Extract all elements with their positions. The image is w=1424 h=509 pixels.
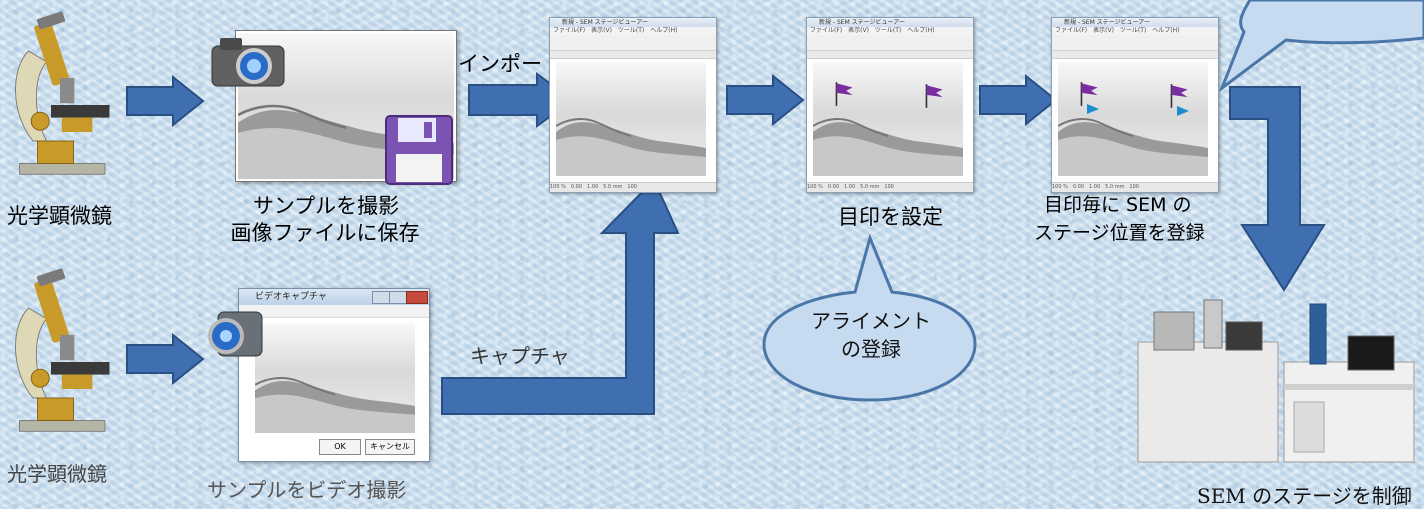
- arrow-microscope-to-photo: [126, 75, 205, 127]
- arrow-window2-to-window3: [979, 74, 1058, 126]
- app-window-statusbar: 100 % 0.00 1.00 5.0 mm 100: [807, 182, 973, 192]
- app-window-titlebar: 新規 - SEM ステージビューアー: [1052, 18, 1218, 27]
- stage-pointer-icon: [1177, 106, 1189, 116]
- arrow-window1-to-window2: [726, 74, 805, 126]
- video-label: サンプルをビデオ撮影: [207, 478, 407, 502]
- microscope-bottom-label: 光学顕微鏡: [7, 462, 107, 486]
- app-window-image: [1058, 62, 1208, 176]
- app-window-menubar: ファイル(F) 表示(V) ツール(T) ヘルプ(H): [550, 27, 716, 35]
- capture-label: キャプチャ: [470, 344, 570, 368]
- arrow-microscope-to-video: [126, 333, 205, 385]
- video-window-toolbar: [239, 305, 429, 318]
- app-window-statusbar: 100 % 0.00 1.00 5.0 mm 100: [1052, 182, 1218, 192]
- flag-marker-icon: [833, 80, 855, 108]
- microscope-bottom-icon: [6, 262, 114, 444]
- app-window-titlebar: 新規 - SEM ステージビューアー: [550, 18, 716, 27]
- maximize-button[interactable]: [389, 291, 407, 304]
- app-window-toolbar: [1052, 35, 1218, 51]
- microscope-top-label: 光学顕微鏡: [7, 204, 112, 228]
- cancel-button[interactable]: キャンセル: [365, 439, 415, 455]
- app-window-menubar: ファイル(F) 表示(V) ツール(T) ヘルプ(H): [1052, 27, 1218, 35]
- app-window-menubar: ファイル(F) 表示(V) ツール(T) ヘルプ(H): [807, 27, 973, 35]
- app-window-toolbar-2: [550, 51, 716, 59]
- app-window-3: 新規 - SEM ステージビューアー ファイル(F) 表示(V) ツール(T) …: [1051, 17, 1219, 193]
- video-preview: [255, 323, 415, 433]
- speech-bubble-partial: [1218, 0, 1424, 93]
- floppy-disk-icon: [385, 115, 453, 185]
- camera-icon: [211, 38, 285, 87]
- sem-control-label: SEM のステージを制御: [1197, 484, 1412, 508]
- window-controls: [372, 291, 428, 304]
- alignment-speech-bubble: [762, 233, 977, 402]
- alignment-label-line2: の登録: [841, 337, 901, 361]
- register-label-line1: 目印毎に SEM の: [1044, 190, 1192, 217]
- stage-pointer-icon: [1087, 104, 1099, 114]
- video-capture-window: ビデオキャプチャ OK キャンセル: [238, 288, 430, 462]
- arrow-capture: [441, 178, 680, 415]
- sem-instrument-icon: [1137, 299, 1415, 463]
- photo-label-line2: 画像ファイルに保存: [230, 221, 420, 245]
- video-window-title: ビデオキャプチャ: [255, 292, 327, 302]
- minimize-button[interactable]: [372, 291, 390, 304]
- arrow-to-sem: [1229, 86, 1326, 292]
- app-window-toolbar-2: [1052, 51, 1218, 59]
- flag-marker-icon: [923, 82, 945, 110]
- ok-button[interactable]: OK: [319, 439, 361, 455]
- app-window-image: [813, 62, 963, 176]
- app-window-toolbar: [807, 35, 973, 51]
- register-line1-text: 目印毎に SEM の: [1044, 194, 1192, 216]
- set-marks-label: 目印を設定: [838, 205, 943, 229]
- app-window-2: 新規 - SEM ステージビューアー ファイル(F) 表示(V) ツール(T) …: [806, 17, 974, 193]
- import-label: インポート: [458, 52, 563, 76]
- app-window-image: [556, 62, 706, 176]
- alignment-label-line1: アライメント: [811, 309, 931, 333]
- close-button[interactable]: [406, 291, 428, 304]
- app-window-titlebar: 新規 - SEM ステージビューアー: [807, 18, 973, 27]
- microscope-top-icon: [6, 5, 114, 187]
- photo-label-line1: サンプルを撮影: [252, 194, 400, 218]
- video-landscape: [255, 323, 415, 433]
- video-camera-icon: [208, 311, 263, 357]
- app-window-toolbar: [550, 35, 716, 51]
- app-window-statusbar: 100 % 0.00 1.00 5.0 mm 100: [550, 182, 716, 192]
- register-label-line2: ステージ位置を登録: [1034, 222, 1205, 244]
- app-window-1: 新規 - SEM ステージビューアー ファイル(F) 表示(V) ツール(T) …: [549, 17, 717, 193]
- app-window-toolbar-2: [807, 51, 973, 59]
